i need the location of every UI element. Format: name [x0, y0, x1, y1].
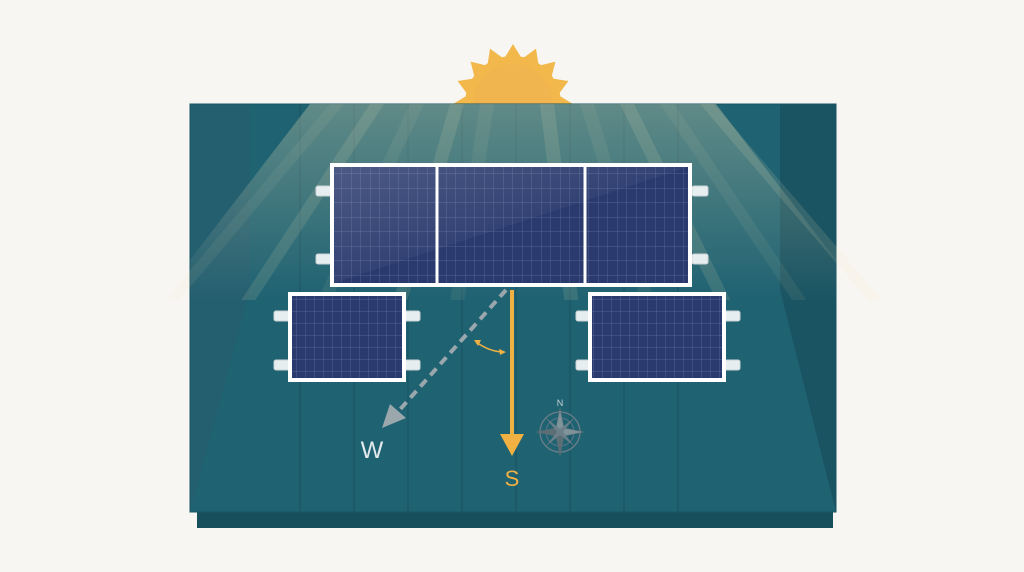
arrow-south-icon: [500, 290, 524, 456]
north-label: N: [557, 398, 564, 408]
arrow-west-icon: [382, 288, 508, 428]
compass-rose-icon: [535, 407, 585, 457]
south-label: S: [505, 466, 520, 491]
west-label: W: [361, 437, 384, 464]
solar-panel-array-top: [315, 163, 709, 287]
light-streak: [241, 104, 384, 300]
light-streak: [700, 104, 883, 300]
solar-panel-right: [575, 292, 741, 382]
light-streak: [660, 104, 807, 300]
light-streak: [165, 104, 344, 300]
solar-panel-left: [273, 292, 421, 382]
